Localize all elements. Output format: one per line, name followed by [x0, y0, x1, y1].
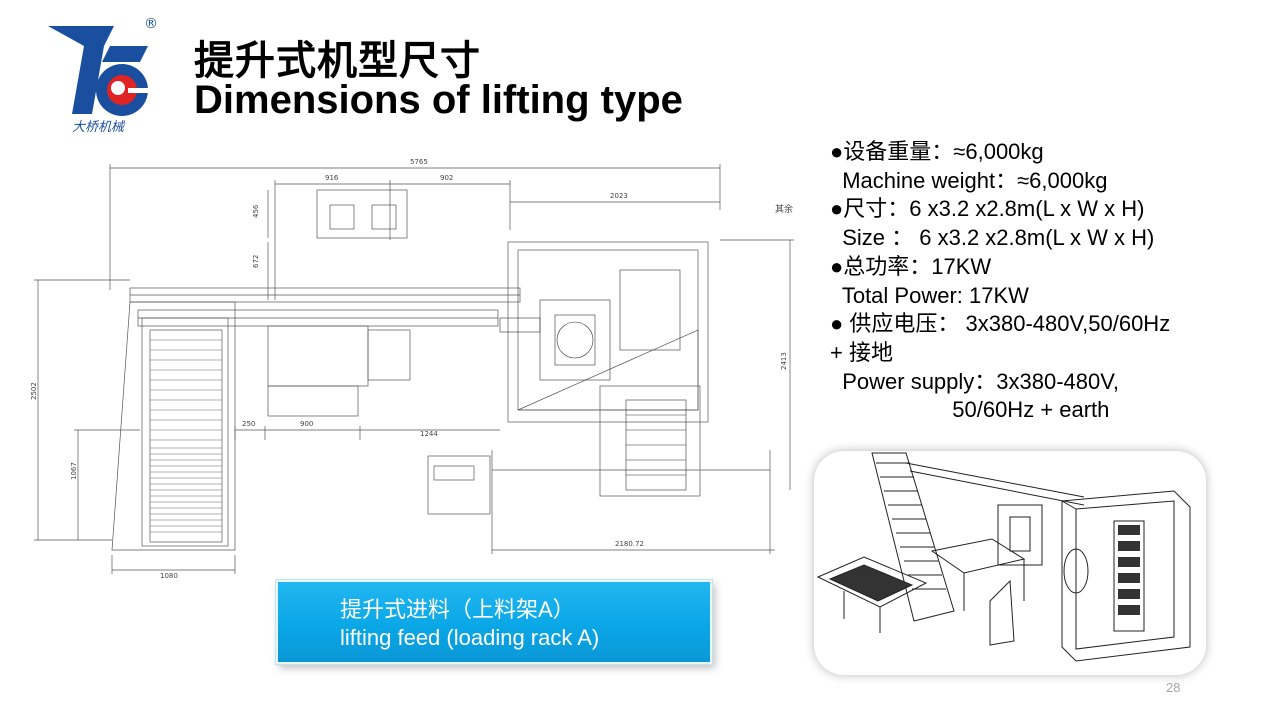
spec-line: ●尺寸：6 x3.2 x2.8m(L x W x H)	[830, 196, 1145, 222]
dim-height-right: 2413	[780, 352, 788, 370]
registered-mark: ®	[144, 16, 158, 32]
spec-line: Total Power: 17KW	[830, 282, 1029, 308]
machine-rendering	[814, 451, 1206, 675]
company-name: 大桥机械	[72, 120, 125, 135]
feed-type-banner: 提升式进料（上料架A） lifting feed (loading rack A…	[276, 580, 712, 664]
spec-line: + 接地	[830, 339, 893, 365]
dim-2180: 2180.72	[615, 540, 644, 548]
machine-rendering-image	[816, 452, 1191, 662]
dim-height-left: 2502	[30, 382, 38, 400]
banner-text: 提升式进料（上料架A） lifting feed (loading rack A…	[340, 596, 599, 652]
dim-1067: 1067	[70, 462, 78, 480]
spec-line: ●总功率：17KW	[830, 253, 992, 279]
dim-1080: 1080	[160, 572, 178, 580]
spec-line: ●设备重量：≈6,000kg	[830, 139, 1044, 164]
dim-overall-length: 5765	[410, 158, 428, 166]
banner-line-cn: 提升式进料（上料架A）	[340, 597, 575, 622]
spec-line: Machine weight：≈6,000kg	[830, 167, 1108, 193]
dim-1244: 1244	[420, 430, 438, 438]
dim-900: 900	[300, 420, 313, 428]
drawing-canvas: 5765 916 902 2023 456 672 2502 1067 2413…	[30, 158, 794, 580]
specifications-list: ●设备重量：≈6,000kg Machine weight：≈6,000kg ●…	[830, 138, 1270, 425]
dim-456: 456	[252, 204, 260, 218]
dim-902: 902	[440, 174, 453, 182]
spec-line: ● 供应电压： 3x380-480V,50/60Hz	[830, 311, 1171, 337]
company-logo: ® 大桥机械	[44, 16, 172, 138]
dim-250: 250	[242, 420, 255, 428]
spec-line: Size ： 6 x3.2 x2.8m(L x W x H)	[830, 225, 1155, 251]
logo-emblem-icon	[48, 26, 150, 116]
page-number: 28	[1166, 680, 1181, 695]
dim-2023: 2023	[610, 192, 628, 200]
spec-line: Power supply：3x380-480V,	[830, 368, 1120, 394]
dim-672: 672	[252, 255, 260, 268]
dim-916: 916	[325, 174, 339, 182]
spec-line: 50/60Hz + earth	[830, 397, 1110, 423]
banner-line-en: lifting feed (loading rack A)	[340, 625, 600, 650]
page-title-cn: 提升式机型尺寸	[194, 38, 481, 84]
drawing-note: 其余	[775, 203, 793, 215]
technical-drawing: 5765 916 902 2023 456 672 2502 1067 2413…	[30, 150, 800, 590]
page-title-en: Dimensions of lifting type	[194, 78, 683, 122]
